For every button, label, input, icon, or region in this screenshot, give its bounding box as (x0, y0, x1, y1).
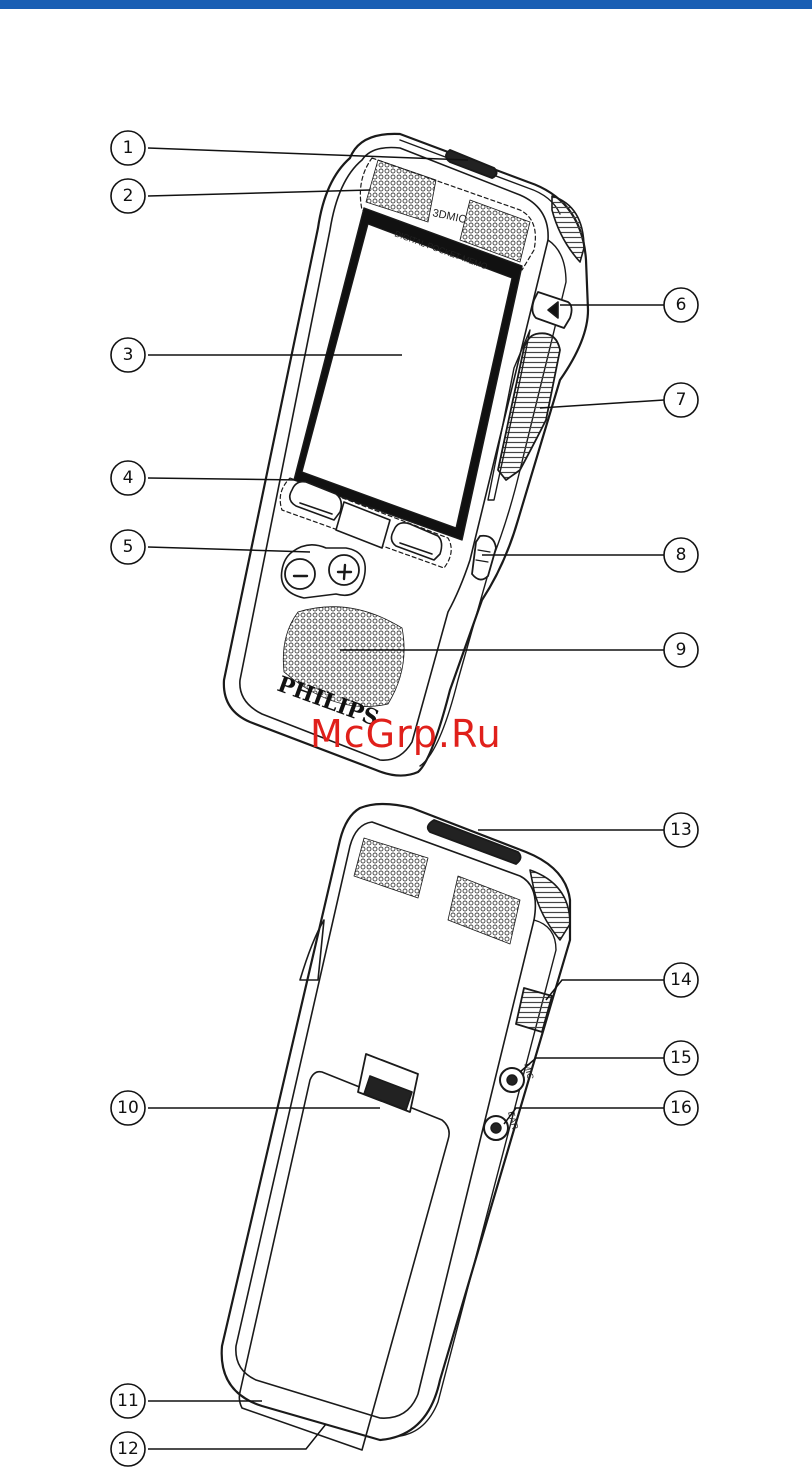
plus-icon-v (344, 565, 345, 579)
callout-3-label: 3 (123, 345, 134, 365)
callout-5: 5 (111, 530, 145, 564)
device-front (224, 134, 588, 776)
leader-16 (504, 1108, 664, 1124)
side-hold-switch (472, 536, 496, 580)
callout-5-label: 5 (123, 537, 134, 557)
leader-15 (520, 1058, 664, 1072)
top-slot (446, 150, 497, 178)
mic-label: 3DMIC (431, 207, 467, 226)
callout-2-label: 2 (123, 186, 134, 206)
callout-10-label: 10 (117, 1098, 139, 1118)
callout-12-label: 12 (117, 1439, 139, 1459)
callout-2: 2 (111, 179, 145, 213)
back-mic-grille-left (354, 838, 428, 898)
back-side-slider (516, 988, 552, 1032)
leader-2 (148, 190, 370, 196)
callout-7: 7 (664, 383, 698, 417)
callout-13: 13 (664, 813, 698, 847)
mic-jack-hole (507, 1075, 517, 1085)
callout-12: 12 (111, 1432, 145, 1466)
callout-10: 10 (111, 1091, 145, 1125)
callout-15: 15 (664, 1041, 698, 1075)
leader-7 (540, 400, 664, 408)
watermark-text: McGrp.Ru (310, 712, 502, 756)
callout-9-label: 9 (676, 640, 687, 660)
callout-16: 16 (664, 1091, 698, 1125)
ear-jack-hole (491, 1123, 501, 1133)
callout-4: 4 (111, 461, 145, 495)
callout-6-label: 6 (676, 295, 687, 315)
back-mic-grille-right (448, 876, 520, 944)
front-side-ribs (552, 196, 584, 262)
callout-15-label: 15 (670, 1048, 692, 1068)
back-top-slot (428, 820, 521, 864)
leader-5 (148, 547, 310, 552)
back-left-bump (300, 920, 324, 980)
callout-8-label: 8 (676, 545, 687, 565)
callout-9: 9 (664, 633, 698, 667)
callout-8: 8 (664, 538, 698, 572)
leader-4 (148, 478, 300, 480)
callout-13-label: 13 (670, 820, 692, 840)
callout-11-label: 11 (117, 1391, 139, 1411)
callout-7-label: 7 (676, 390, 687, 410)
leader-1 (148, 148, 468, 160)
callout-11: 11 (111, 1384, 145, 1418)
minus-button (285, 559, 315, 589)
callout-3: 3 (111, 338, 145, 372)
callout-4-label: 4 (123, 468, 134, 488)
callout-14-label: 14 (670, 970, 692, 990)
callout-1: 1 (111, 131, 145, 165)
leader-14 (546, 980, 664, 1000)
callout-14: 14 (664, 963, 698, 997)
callout-16-label: 16 (670, 1098, 692, 1118)
callout-1-label: 1 (123, 138, 134, 158)
callout-6: 6 (664, 288, 698, 322)
